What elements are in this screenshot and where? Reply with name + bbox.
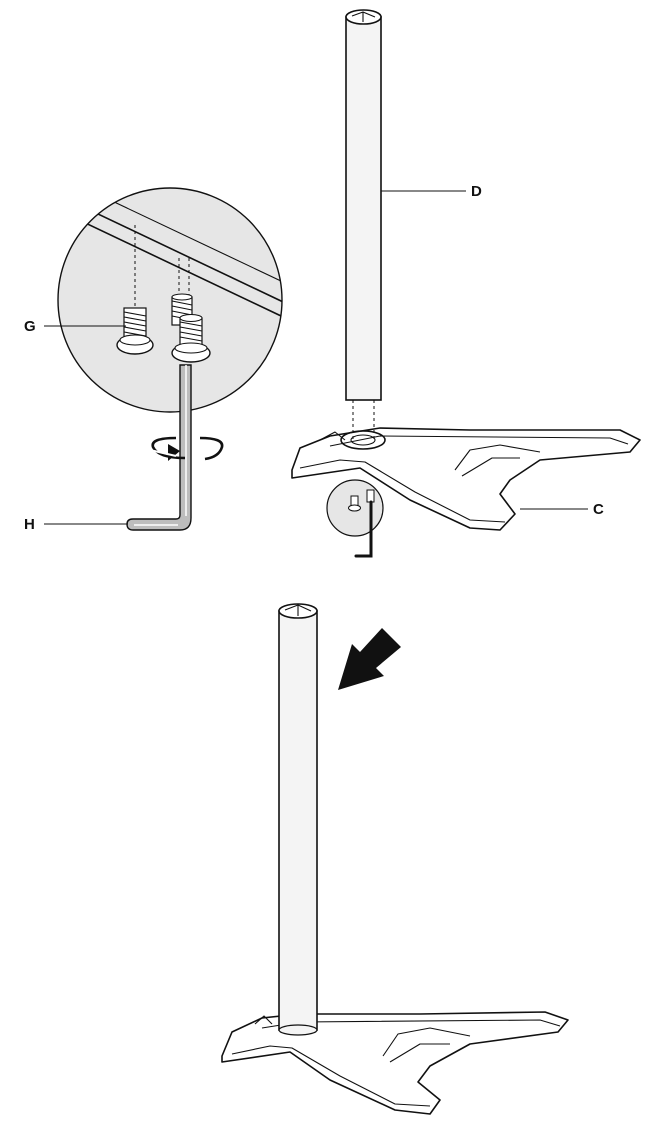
label-c: C (593, 501, 604, 518)
callout-g: G (24, 318, 126, 335)
rotate-clockwise-icon (149, 436, 224, 461)
bolt-g (116, 307, 154, 355)
bolt-front (171, 314, 211, 363)
step-1-illustration: D C G H (24, 9, 641, 558)
stand-base-step1 (291, 427, 641, 531)
down-left-arrow-icon (338, 628, 401, 690)
callout-d: D (381, 183, 482, 200)
callout-c: C (520, 501, 604, 518)
label-h: H (24, 516, 35, 533)
label-d: D (471, 183, 482, 200)
stand-base-step2 (221, 1011, 569, 1115)
detail-callout-small (326, 479, 384, 558)
stand-tube-step2 (278, 603, 318, 1036)
detail-callout-large (57, 187, 283, 413)
hex-key-h (126, 364, 192, 531)
step-2-illustration (221, 603, 569, 1115)
stand-tube-step1 (345, 9, 382, 440)
label-g: G (24, 318, 36, 335)
callout-h: H (24, 516, 128, 533)
